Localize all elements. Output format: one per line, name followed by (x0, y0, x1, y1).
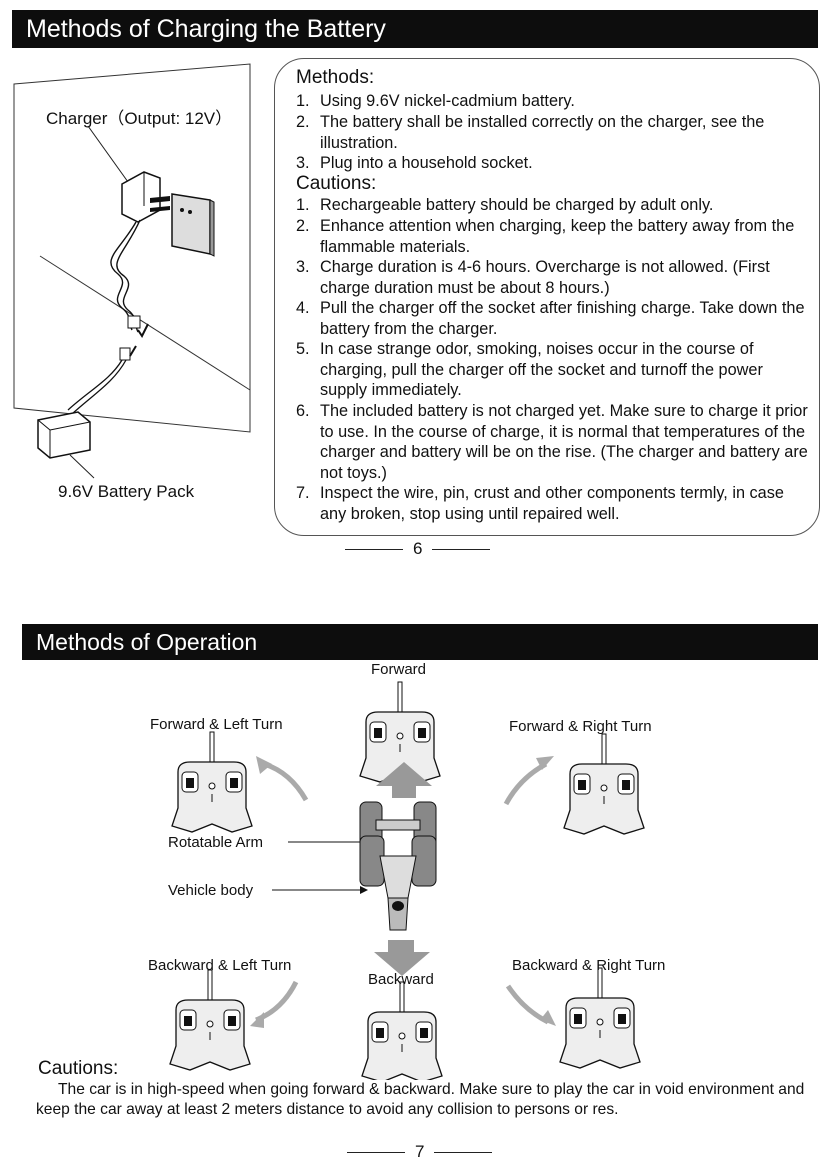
battery-pack-label: 9.6V Battery Pack (58, 482, 195, 501)
charging-illustration (13, 63, 251, 479)
charger-label: Charger（Output: 12V） (46, 109, 233, 128)
methods-title: Methods: (296, 67, 375, 88)
operation-cautions-text: The car is in high-speed when going forw… (36, 1081, 805, 1118)
remote-forward-left (171, 731, 253, 833)
remote-forward-right (563, 733, 645, 835)
page-number: 7 (347, 1142, 493, 1162)
backward-right-label: Backward & Right Turn (512, 957, 666, 974)
rotatable-arm-label: Rotatable Arm (168, 834, 264, 851)
forward-label: Forward (371, 661, 427, 678)
caution-item: 5.In case strange odor, smoking, noises … (296, 340, 763, 399)
forward-right-label: Forward & Right Turn (509, 718, 652, 735)
caution-item: 2.Enhance attention when charging, keep … (296, 217, 795, 256)
caution-item: 7.Inspect the wire, pin, crust and other… (296, 484, 784, 523)
methods-item: 1.Using 9.6V nickel-cadmium battery. (296, 92, 575, 110)
methods-item: 2.The battery shall be installed correct… (296, 113, 765, 152)
charging-section-header: Methods of Charging the Battery (12, 10, 818, 48)
operation-diagram (169, 681, 645, 1080)
backward-label: Backward (368, 971, 434, 988)
remote-backward (361, 981, 443, 1080)
remote-backward-right (559, 967, 641, 1069)
caution-item: 1.Rechargeable battery should be charged… (296, 196, 714, 214)
vehicle-body-label: Vehicle body (168, 882, 254, 899)
operation-cautions-title: Cautions: (38, 1058, 119, 1079)
cautions-title: Cautions: (296, 173, 377, 194)
backward-left-label: Backward & Left Turn (148, 957, 292, 974)
remote-backward-left (169, 969, 251, 1071)
caution-item: 3.Charge duration is 4-6 hours. Overchar… (296, 258, 770, 297)
page-number: 6 (345, 539, 491, 559)
caution-item: 6.The included battery is not charged ye… (296, 402, 808, 482)
methods-cautions-box (274, 58, 820, 536)
methods-item: 3.Plug into a household socket. (296, 154, 533, 172)
caution-item: 4.Pull the charger off the socket after … (296, 299, 805, 338)
operation-section-header: Methods of Operation (22, 624, 818, 660)
forward-left-label: Forward & Left Turn (150, 716, 283, 733)
vehicle-illustration (359, 801, 437, 931)
